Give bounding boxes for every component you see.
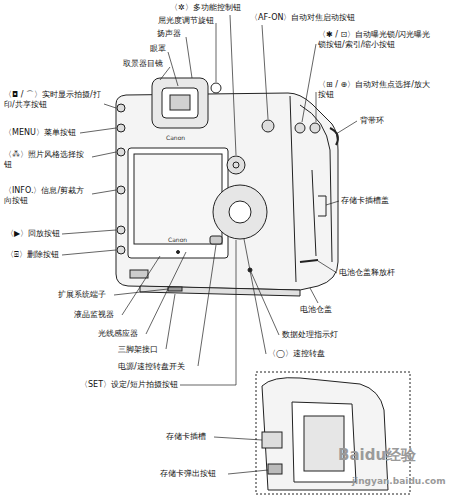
part-label: 〈◘ / ⌒〉实时显示拍摄/打印/共享按钮	[4, 90, 102, 110]
part-label: 数据处理指示灯	[282, 330, 338, 340]
brand-text: Canon	[168, 236, 187, 244]
part-label: 〈AF-ON〉自动对焦启动按钮	[250, 13, 355, 23]
part-label: 〈⊞ / ⊕〉自动对焦点选择/放大按钮	[318, 80, 436, 100]
brand-text: Canon	[166, 134, 185, 142]
part-label: 屈光度调节旋钮	[158, 16, 214, 26]
part-label: 扩展系统端子	[58, 290, 106, 300]
watermark: jingyan.baidu.com	[352, 476, 446, 487]
part-label: 眼罩	[150, 44, 166, 54]
part-label: 〈◯〉速控转盘	[268, 349, 325, 359]
part-label: 背带环	[360, 116, 384, 126]
part-label: 扬声器	[157, 29, 181, 39]
part-label: 〈⌹〉删除按钮	[6, 250, 59, 260]
part-label: 液晶监视器	[74, 310, 114, 320]
part-label: 〈⁂〉照片风格选择按钮	[4, 150, 90, 170]
part-label: 〈▶〉回放按钮	[6, 229, 60, 239]
part-label: 光线感应器	[98, 329, 138, 339]
part-label: 取景器目镜	[123, 59, 163, 69]
part-label: 〈INFO.〉信息/剪裁方向按钮	[4, 186, 90, 206]
part-label: 存储卡插槽盖	[341, 196, 389, 206]
watermark: Baidu	[338, 446, 386, 465]
part-label: 〈MENU〉菜单按钮	[4, 128, 76, 138]
part-label: 存储卡弹出按钮	[160, 469, 216, 479]
part-label: 〈✲〉多功能控制钮	[170, 3, 241, 13]
part-label: 电源/速控转盘开关	[118, 362, 185, 372]
part-label: 〈✱ / ⊡〉自动曝光锁/闪光曝光锁按钮/索引/缩小按钮	[318, 30, 436, 50]
part-label: 存储卡插槽	[166, 432, 206, 442]
part-label: 〈SET〉设定/短片拍摄按钮	[80, 380, 178, 390]
part-label: 三脚架接口	[118, 345, 158, 355]
part-label: 电池仓盖释放杆	[339, 268, 395, 278]
part-label: 电池仓盖	[300, 305, 332, 315]
watermark: 经验	[386, 446, 416, 465]
